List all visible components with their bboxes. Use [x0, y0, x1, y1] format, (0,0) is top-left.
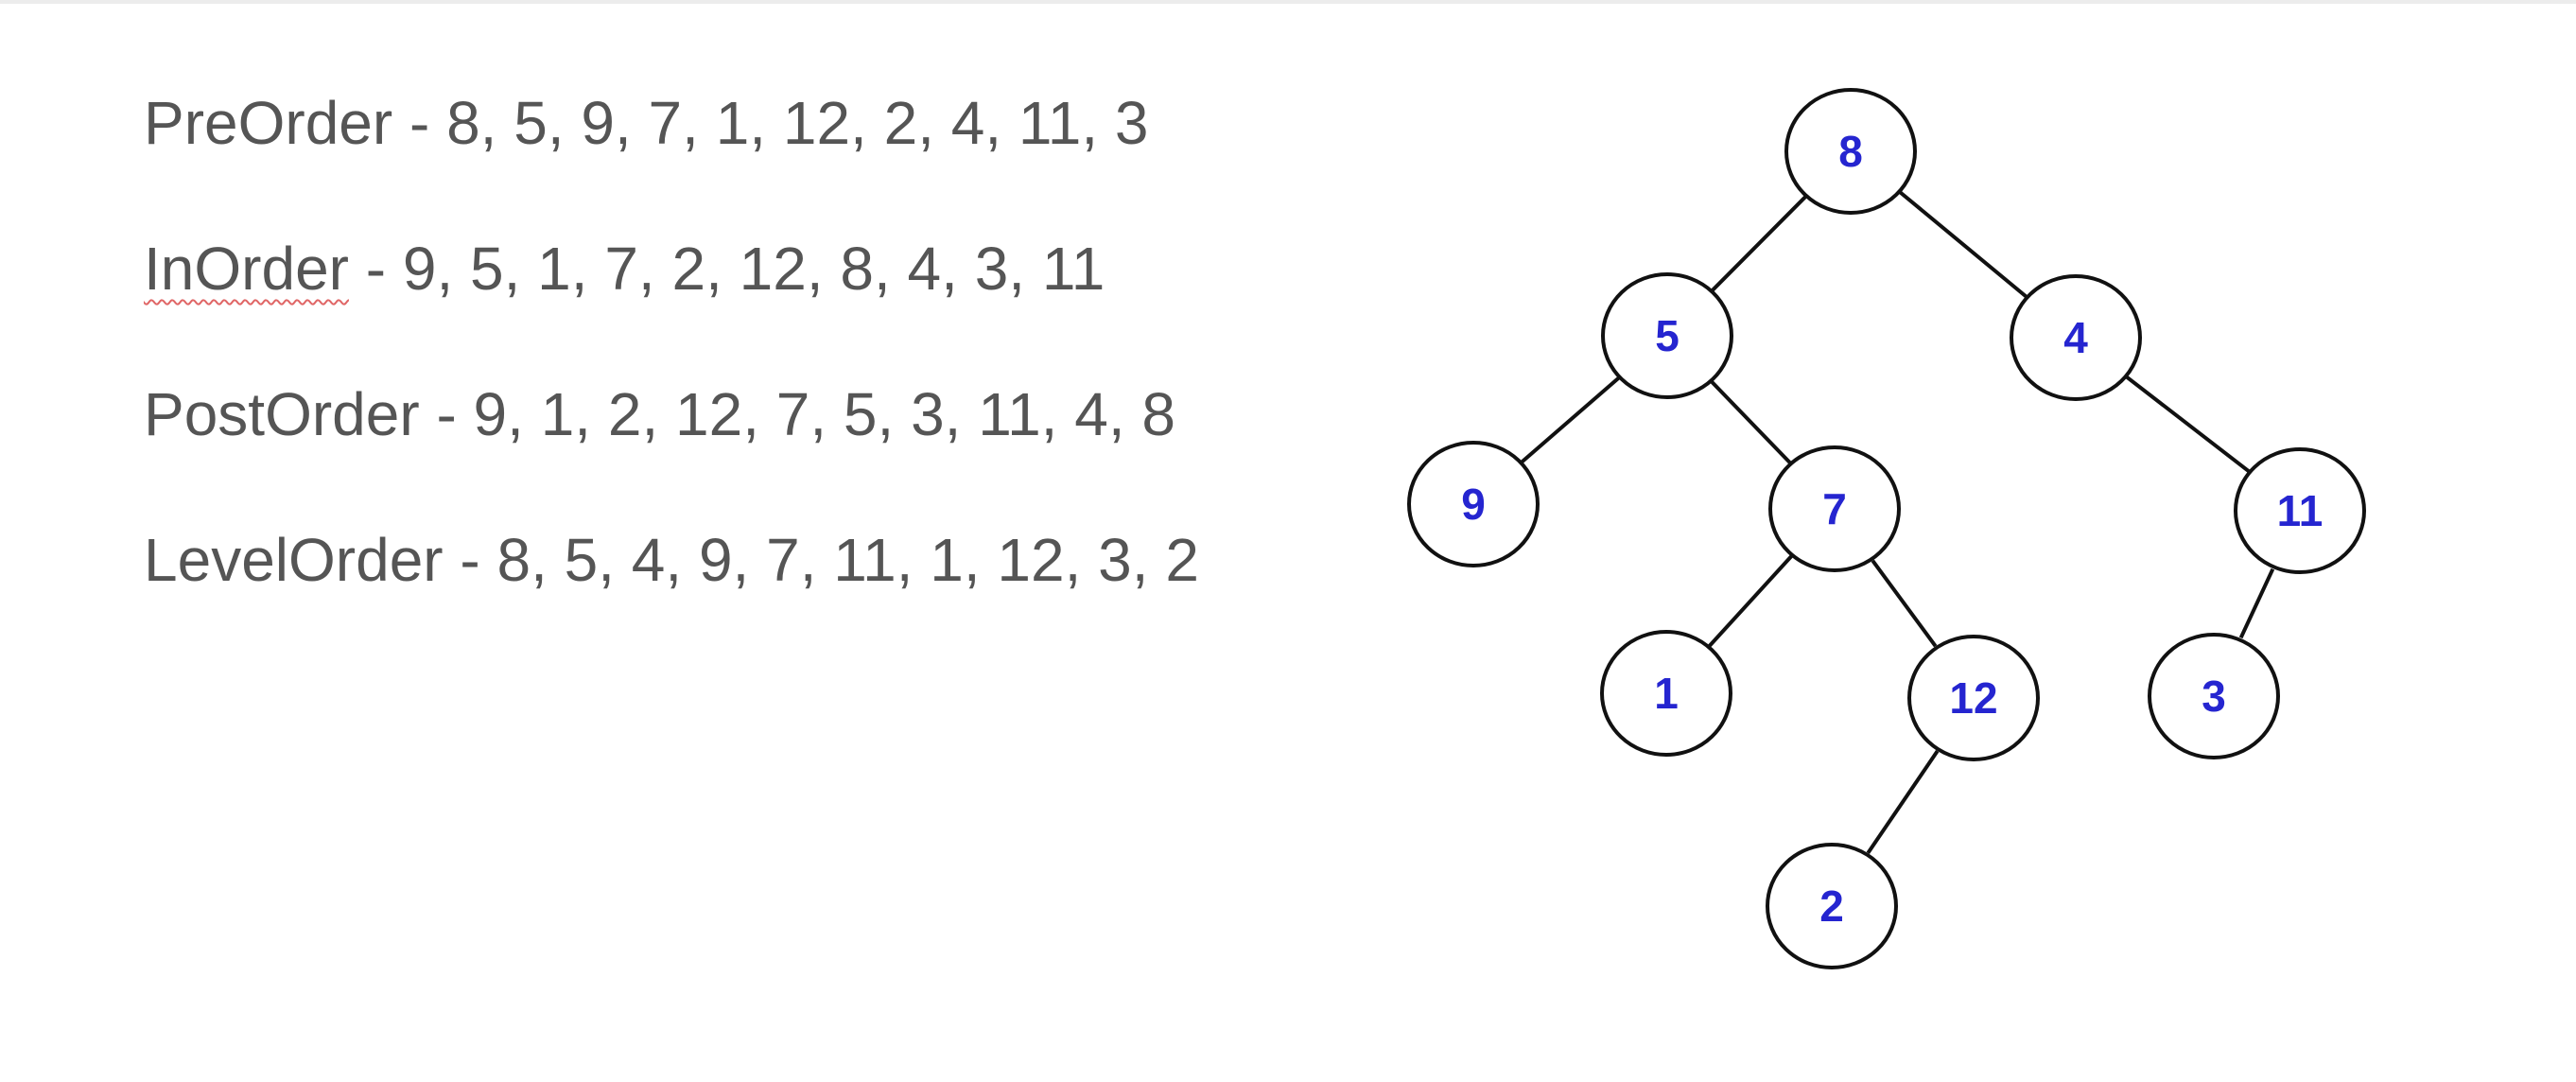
inorder-label: InOrder	[144, 235, 349, 303]
tree-node-circle	[1407, 441, 1540, 567]
tree-node-label: 8	[1838, 127, 1863, 176]
tree-edge-7-1	[1708, 554, 1793, 648]
tree-node-1: 1	[1600, 630, 1732, 757]
top-edge	[0, 0, 2576, 4]
tree-node-circle	[1601, 272, 1733, 399]
tree-node-circle	[1766, 843, 1898, 969]
preorder-label: PreOrder	[144, 89, 393, 157]
tree-edge-12-2	[1866, 750, 1940, 854]
tree-node-12: 12	[1907, 635, 2040, 761]
tree-edge-7-12	[1871, 559, 1938, 648]
tree-node-label: 9	[1461, 480, 1486, 529]
levelorder-separator: -	[443, 526, 497, 594]
postorder-separator: -	[419, 380, 474, 448]
tree-node-circle	[2234, 447, 2366, 574]
inorder-separator: -	[348, 235, 403, 303]
tree-node-8: 8	[1784, 88, 1917, 215]
tree-node-circle	[1600, 630, 1732, 757]
tree-edge-8-4	[1899, 190, 2028, 299]
levelorder-sequence: 8, 5, 4, 9, 7, 11, 1, 12, 3, 2	[496, 526, 1199, 594]
tree-node-3: 3	[2148, 633, 2280, 759]
preorder-separator: -	[392, 89, 447, 157]
tree-edge-5-7	[1710, 380, 1792, 464]
tree-edge-11-3	[2238, 567, 2275, 639]
tree-node-label: 5	[1655, 311, 1680, 360]
tree-node-5: 5	[1601, 272, 1733, 399]
tree-node-circle	[1907, 635, 2040, 761]
tree-node-9: 9	[1407, 441, 1540, 567]
tree-node-label: 12	[1949, 673, 1997, 723]
postorder-line: PostOrder - 9, 1, 2, 12, 7, 5, 3, 11, 4,…	[144, 378, 1373, 450]
tree-edge-5-9	[1521, 376, 1620, 463]
tree-node-2: 2	[1766, 843, 1898, 969]
inorder-sequence: 9, 5, 1, 7, 2, 12, 8, 4, 3, 11	[402, 235, 1105, 303]
levelorder-line: LevelOrder - 8, 5, 4, 9, 7, 11, 1, 12, 3…	[144, 524, 1373, 596]
tree-edge-4-11	[2125, 375, 2251, 474]
postorder-sequence: 9, 1, 2, 12, 7, 5, 3, 11, 4, 8	[473, 380, 1175, 448]
tree-node-11: 11	[2234, 447, 2366, 574]
levelorder-label: LevelOrder	[144, 526, 444, 594]
tree-node-label: 4	[2063, 313, 2088, 362]
preorder-sequence: 8, 5, 9, 7, 1, 12, 2, 4, 11, 3	[446, 89, 1149, 157]
tree-node-circle	[1768, 445, 1901, 572]
tree-node-label: 2	[1819, 881, 1844, 931]
tree-node-label: 3	[2202, 672, 2226, 721]
tree-edge-8-5	[1711, 195, 1807, 292]
traversal-list: PreOrder - 8, 5, 9, 7, 1, 12, 2, 4, 11, …	[144, 87, 1373, 670]
preorder-line: PreOrder - 8, 5, 9, 7, 1, 12, 2, 4, 11, …	[144, 87, 1373, 159]
tree-edges	[1521, 190, 2275, 854]
tree-node-7: 7	[1768, 445, 1901, 572]
tree-node-label: 11	[2277, 486, 2324, 535]
tree-node-4: 4	[2010, 274, 2142, 401]
postorder-label: PostOrder	[144, 380, 420, 448]
tree-node-circle	[1784, 88, 1917, 215]
tree-node-circle	[2010, 274, 2142, 401]
tree-node-label: 7	[1822, 484, 1847, 533]
tree-node-label: 1	[1654, 669, 1679, 718]
tree-node-circle	[2148, 633, 2280, 759]
inorder-line: InOrder - 9, 5, 1, 7, 2, 12, 8, 4, 3, 11	[144, 233, 1373, 305]
